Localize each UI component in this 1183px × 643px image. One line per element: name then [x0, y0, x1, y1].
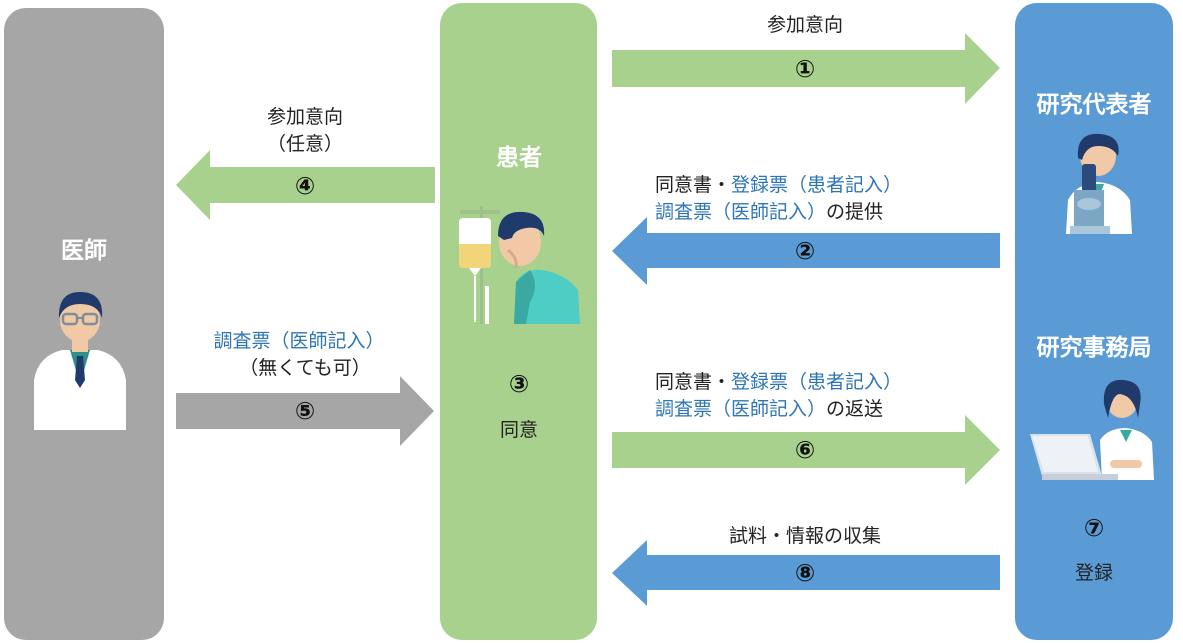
arrow-5: [176, 376, 434, 446]
step-label-register: 登録: [1074, 562, 1114, 584]
patient-title: 患者: [496, 145, 542, 171]
arrow-8: [612, 540, 1000, 606]
arrow-2-number: ②: [794, 237, 816, 265]
arrow-5-label-optional: （無くても可）: [239, 357, 371, 379]
arrow-2-survey-form: 調査票（医師記入）: [655, 201, 827, 223]
arrow-2-registration-form: 登録票（患者記入）: [731, 174, 903, 196]
arrow-4-label: 参加意向: [266, 106, 344, 128]
arrow-2-label-line1: 同意書・登録票（患者記入）: [655, 173, 902, 197]
arrow-1: [612, 33, 1000, 104]
arrow-6-consent-form: 同意書・: [655, 371, 732, 393]
arrow-6-label-line1: 同意書・登録票（患者記入）: [655, 370, 902, 394]
arrow-2-consent-form: 同意書・: [655, 174, 732, 196]
arrow-6-number: ⑥: [794, 436, 816, 464]
doctor-icon: [34, 292, 126, 430]
arrow-6-label-line2: 調査票（医師記入）の返送: [655, 397, 883, 421]
step-label-consent: 同意: [499, 419, 539, 441]
arrow-6-return: の返送: [826, 398, 884, 420]
arrow-2-label-line2: 調査票（医師記入）の提供: [655, 200, 883, 224]
arrow-4: [176, 150, 435, 220]
arrow-1-label: 参加意向: [766, 14, 844, 36]
arrow-4-label-optional: （任意）: [266, 133, 344, 155]
step-number-3: ③: [508, 370, 530, 398]
arrow-8-number: ⑧: [794, 559, 816, 587]
arrow-2-provide: の提供: [826, 201, 884, 223]
patient-iv-icon: [459, 206, 580, 324]
arrow-8-label: 試料・情報の収集: [728, 525, 882, 547]
arrow-5-number: ⑤: [294, 397, 316, 425]
doctor-title: 医師: [61, 238, 107, 264]
arrow-6: [612, 415, 1000, 485]
lead-title: 研究代表者: [1036, 92, 1152, 118]
arrow-6-registration-form: 登録票（患者記入）: [731, 371, 903, 393]
research-column: [1015, 3, 1173, 640]
researcher-microscope-icon: [1066, 133, 1132, 234]
arrow-2: [612, 217, 1000, 285]
arrow-4-number: ④: [294, 172, 316, 200]
office-title: 研究事務局: [1036, 335, 1152, 361]
arrow-6-survey-form: 調査票（医師記入）: [655, 398, 827, 420]
step-number-7: ⑦: [1083, 514, 1105, 542]
office-laptop-icon: [1030, 379, 1154, 480]
arrow-1-number: ①: [794, 55, 816, 83]
arrow-5-survey-form: 調査票（医師記入）: [213, 330, 385, 352]
